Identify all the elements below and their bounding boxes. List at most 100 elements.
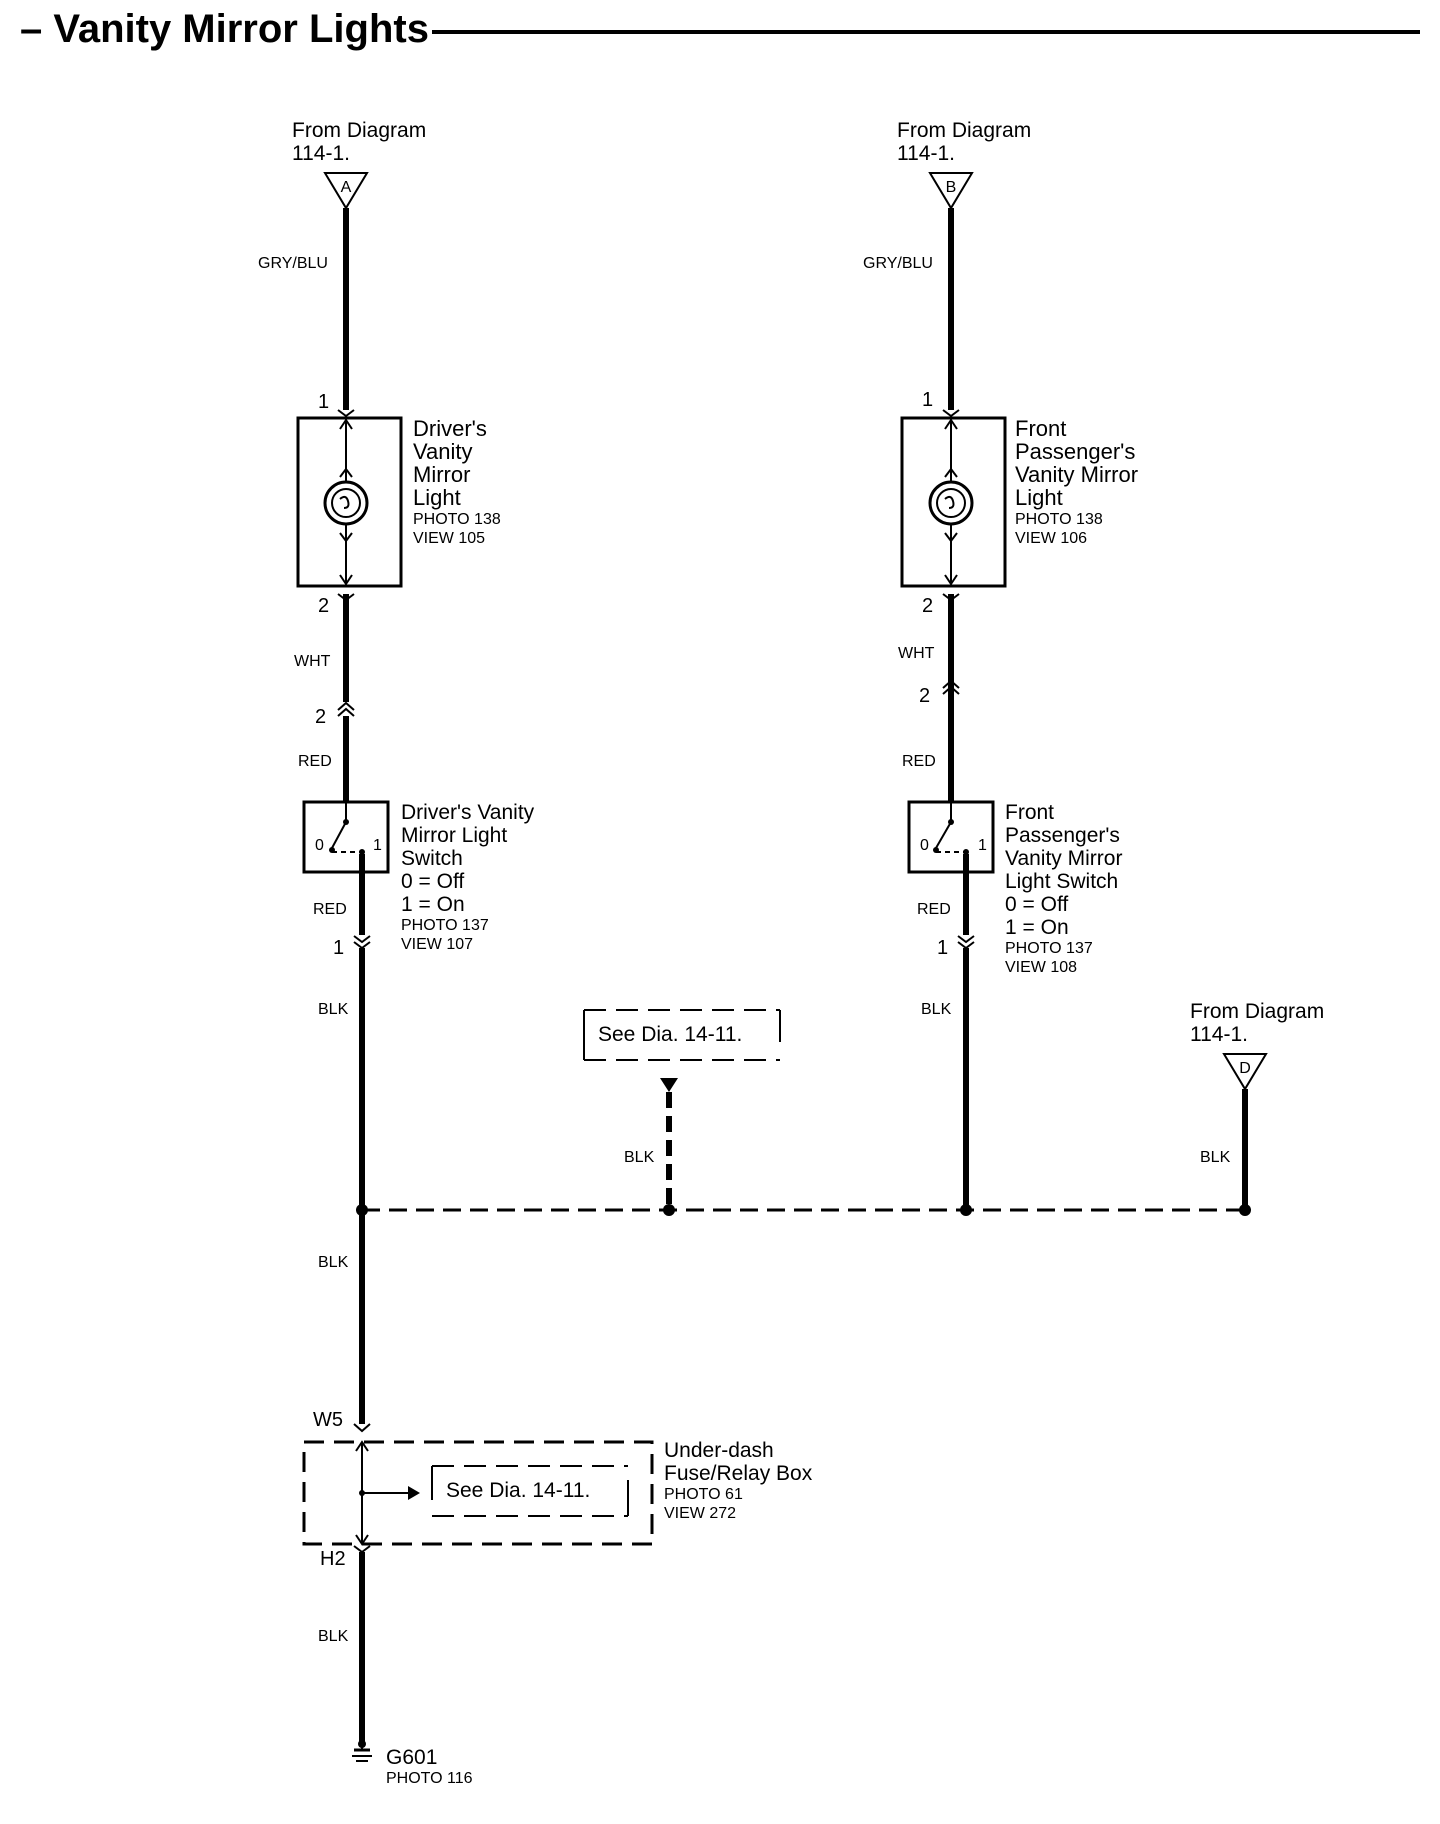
driver-switch-label-2: Mirror Light	[401, 824, 507, 847]
switch-blade-icon	[935, 821, 952, 849]
driver-vanity-mirror-light: Driver's Vanity Mirror Light PHOTO 138 V…	[296, 409, 501, 588]
fuse-box-outline	[302, 1440, 654, 1546]
passenger-vanity-mirror-light-switch: 0 1 Front Passenger's Vanity Mirror Ligh…	[907, 800, 1122, 976]
connector-d-triangle	[1222, 1053, 1268, 1091]
pin-passenger-switch-1: 1	[937, 937, 948, 959]
passenger-switch-label-3: Vanity Mirror	[1005, 847, 1122, 870]
passenger-light-label-1: Front	[1015, 416, 1066, 441]
passenger-light-label-2: Passenger's	[1015, 439, 1135, 464]
connector-d-letter: D	[1239, 1060, 1251, 1077]
pin-driver-switch-2: 2	[315, 706, 326, 728]
connector-chevron-icon	[353, 935, 371, 944]
driver-light-photo: PHOTO 138	[413, 511, 501, 528]
driver-switch-pos-1: 1	[373, 837, 382, 854]
driver-switch-label-3: Switch	[401, 847, 463, 870]
passenger-light-photo: PHOTO 138	[1015, 511, 1103, 528]
connector-d: From Diagram 114-1. D	[1190, 1000, 1324, 1091]
arrow-up-icon	[355, 1440, 369, 1452]
passenger-vanity-mirror-light: Front Passenger's Vanity Mirror Light PH…	[900, 409, 1138, 588]
ground-label: G601	[386, 1746, 437, 1769]
passenger-light-view: VIEW 106	[1015, 530, 1087, 547]
connector-chevron-icon	[353, 1545, 371, 1554]
see-dia-reference-top: See Dia. 14-11.	[583, 1009, 781, 1061]
driver-switch-label-4: 0 = Off	[401, 870, 464, 893]
pin-passenger-light-2: 2	[922, 595, 933, 617]
pin-driver-light-2: 2	[318, 595, 329, 617]
from-diagram-a-label: From Diagram	[292, 119, 426, 142]
driver-light-view: VIEW 105	[413, 530, 485, 547]
passenger-switch-photo: PHOTO 137	[1005, 940, 1093, 957]
splice-dot	[960, 1204, 972, 1216]
connector-b: From Diagram 114-1. B	[897, 119, 1031, 210]
arrow-down-icon	[339, 574, 353, 586]
driver-light-label-1: Driver's	[413, 416, 487, 441]
passenger-switch-pos-0: 0	[920, 837, 929, 854]
pin-w5: W5	[313, 1409, 343, 1431]
passenger-light-label-4: Light	[1015, 485, 1063, 510]
driver-switch-pos-0: 0	[315, 837, 324, 854]
arrow-up-icon	[944, 418, 958, 430]
splice-dot	[1239, 1204, 1251, 1216]
driver-light-label-3: Mirror	[413, 462, 470, 487]
fuse-box-photo: PHOTO 61	[664, 1486, 743, 1503]
passenger-light-label-3: Vanity Mirror	[1015, 462, 1138, 487]
passenger-switch-view: VIEW 108	[1005, 959, 1077, 976]
connector-a: From Diagram 114-1. A	[292, 119, 426, 210]
connector-a-letter: A	[341, 179, 352, 196]
wire-label-wht-right: WHT	[898, 645, 935, 662]
wire-label-blk-right: BLK	[921, 1001, 952, 1018]
driver-light-label-4: Light	[413, 485, 461, 510]
connector-b-triangle	[928, 172, 974, 210]
driver-vanity-mirror-light-switch: 0 1 Driver's Vanity Mirror Light Switch …	[302, 800, 535, 953]
wire-label-blk-main: BLK	[318, 1254, 349, 1271]
from-diagram-d-ref: 114-1.	[1190, 1023, 1248, 1046]
ground-photo: PHOTO 116	[386, 1770, 473, 1787]
pin-passenger-switch-2: 2	[919, 685, 930, 707]
driver-switch-photo: PHOTO 137	[401, 917, 489, 934]
driver-switch-view: VIEW 107	[401, 936, 473, 953]
passenger-switch-label-1: Front	[1005, 801, 1054, 824]
driver-light-label-2: Vanity	[413, 439, 473, 464]
see-dia-text-box: See Dia. 14-11.	[446, 1479, 590, 1502]
wire-label-blk-d: BLK	[1200, 1149, 1231, 1166]
arrow-down-icon	[944, 574, 958, 586]
pin-arrow-icon	[353, 1423, 371, 1433]
pin-driver-light-1: 1	[318, 391, 329, 413]
from-diagram-b-label: From Diagram	[897, 119, 1031, 142]
from-diagram-b-ref: 114-1.	[897, 142, 955, 165]
fuse-box-label-1: Under-dash	[664, 1439, 774, 1462]
passenger-switch-pos-1: 1	[978, 837, 987, 854]
fuse-box-view: VIEW 272	[664, 1505, 736, 1522]
connector-a-triangle	[323, 172, 369, 210]
passenger-switch-label-4: Light Switch	[1005, 870, 1118, 893]
fuse-box-label-2: Fuse/Relay Box	[664, 1462, 813, 1485]
pin-passenger-light-1: 1	[922, 389, 933, 411]
pin-arrow-icon	[942, 409, 960, 418]
from-diagram-a-ref: 114-1.	[292, 142, 350, 165]
pin-h2: H2	[320, 1548, 346, 1570]
pin-arrow-icon	[337, 409, 355, 418]
wire-label-wht-left: WHT	[294, 653, 331, 670]
wire-label-red-left-in: RED	[298, 753, 332, 770]
page-title: – Vanity Mirror Lights	[20, 7, 429, 51]
ground-g601: G601 PHOTO 116	[352, 1740, 473, 1787]
passenger-switch-label-5: 0 = Off	[1005, 893, 1068, 916]
switch-blade-icon	[331, 821, 347, 849]
connector-chevron-icon	[957, 935, 975, 944]
connector-chevron-icon	[337, 707, 355, 717]
wire-label-red-right-out: RED	[917, 901, 951, 918]
pin-driver-switch-1: 1	[333, 937, 344, 959]
under-dash-fuse-relay-box: See Dia. 14-11. Under-dash Fuse/Relay Bo…	[302, 1439, 813, 1546]
wire-label-blk-left: BLK	[318, 1001, 349, 1018]
wire-label-blk-center: BLK	[624, 1149, 655, 1166]
connector-b-letter: B	[946, 179, 957, 196]
wire-label-blk-ground: BLK	[318, 1628, 349, 1645]
wire-label-red-right-in: RED	[902, 753, 936, 770]
wire-label-gry-blu-left: GRY/BLU	[258, 255, 328, 272]
splice-dot	[663, 1204, 675, 1216]
wire-label-gry-blu-right: GRY/BLU	[863, 255, 933, 272]
arrow-up-icon	[339, 418, 353, 430]
arrow-down-icon	[660, 1078, 678, 1092]
connector-chevron-icon	[942, 685, 960, 695]
